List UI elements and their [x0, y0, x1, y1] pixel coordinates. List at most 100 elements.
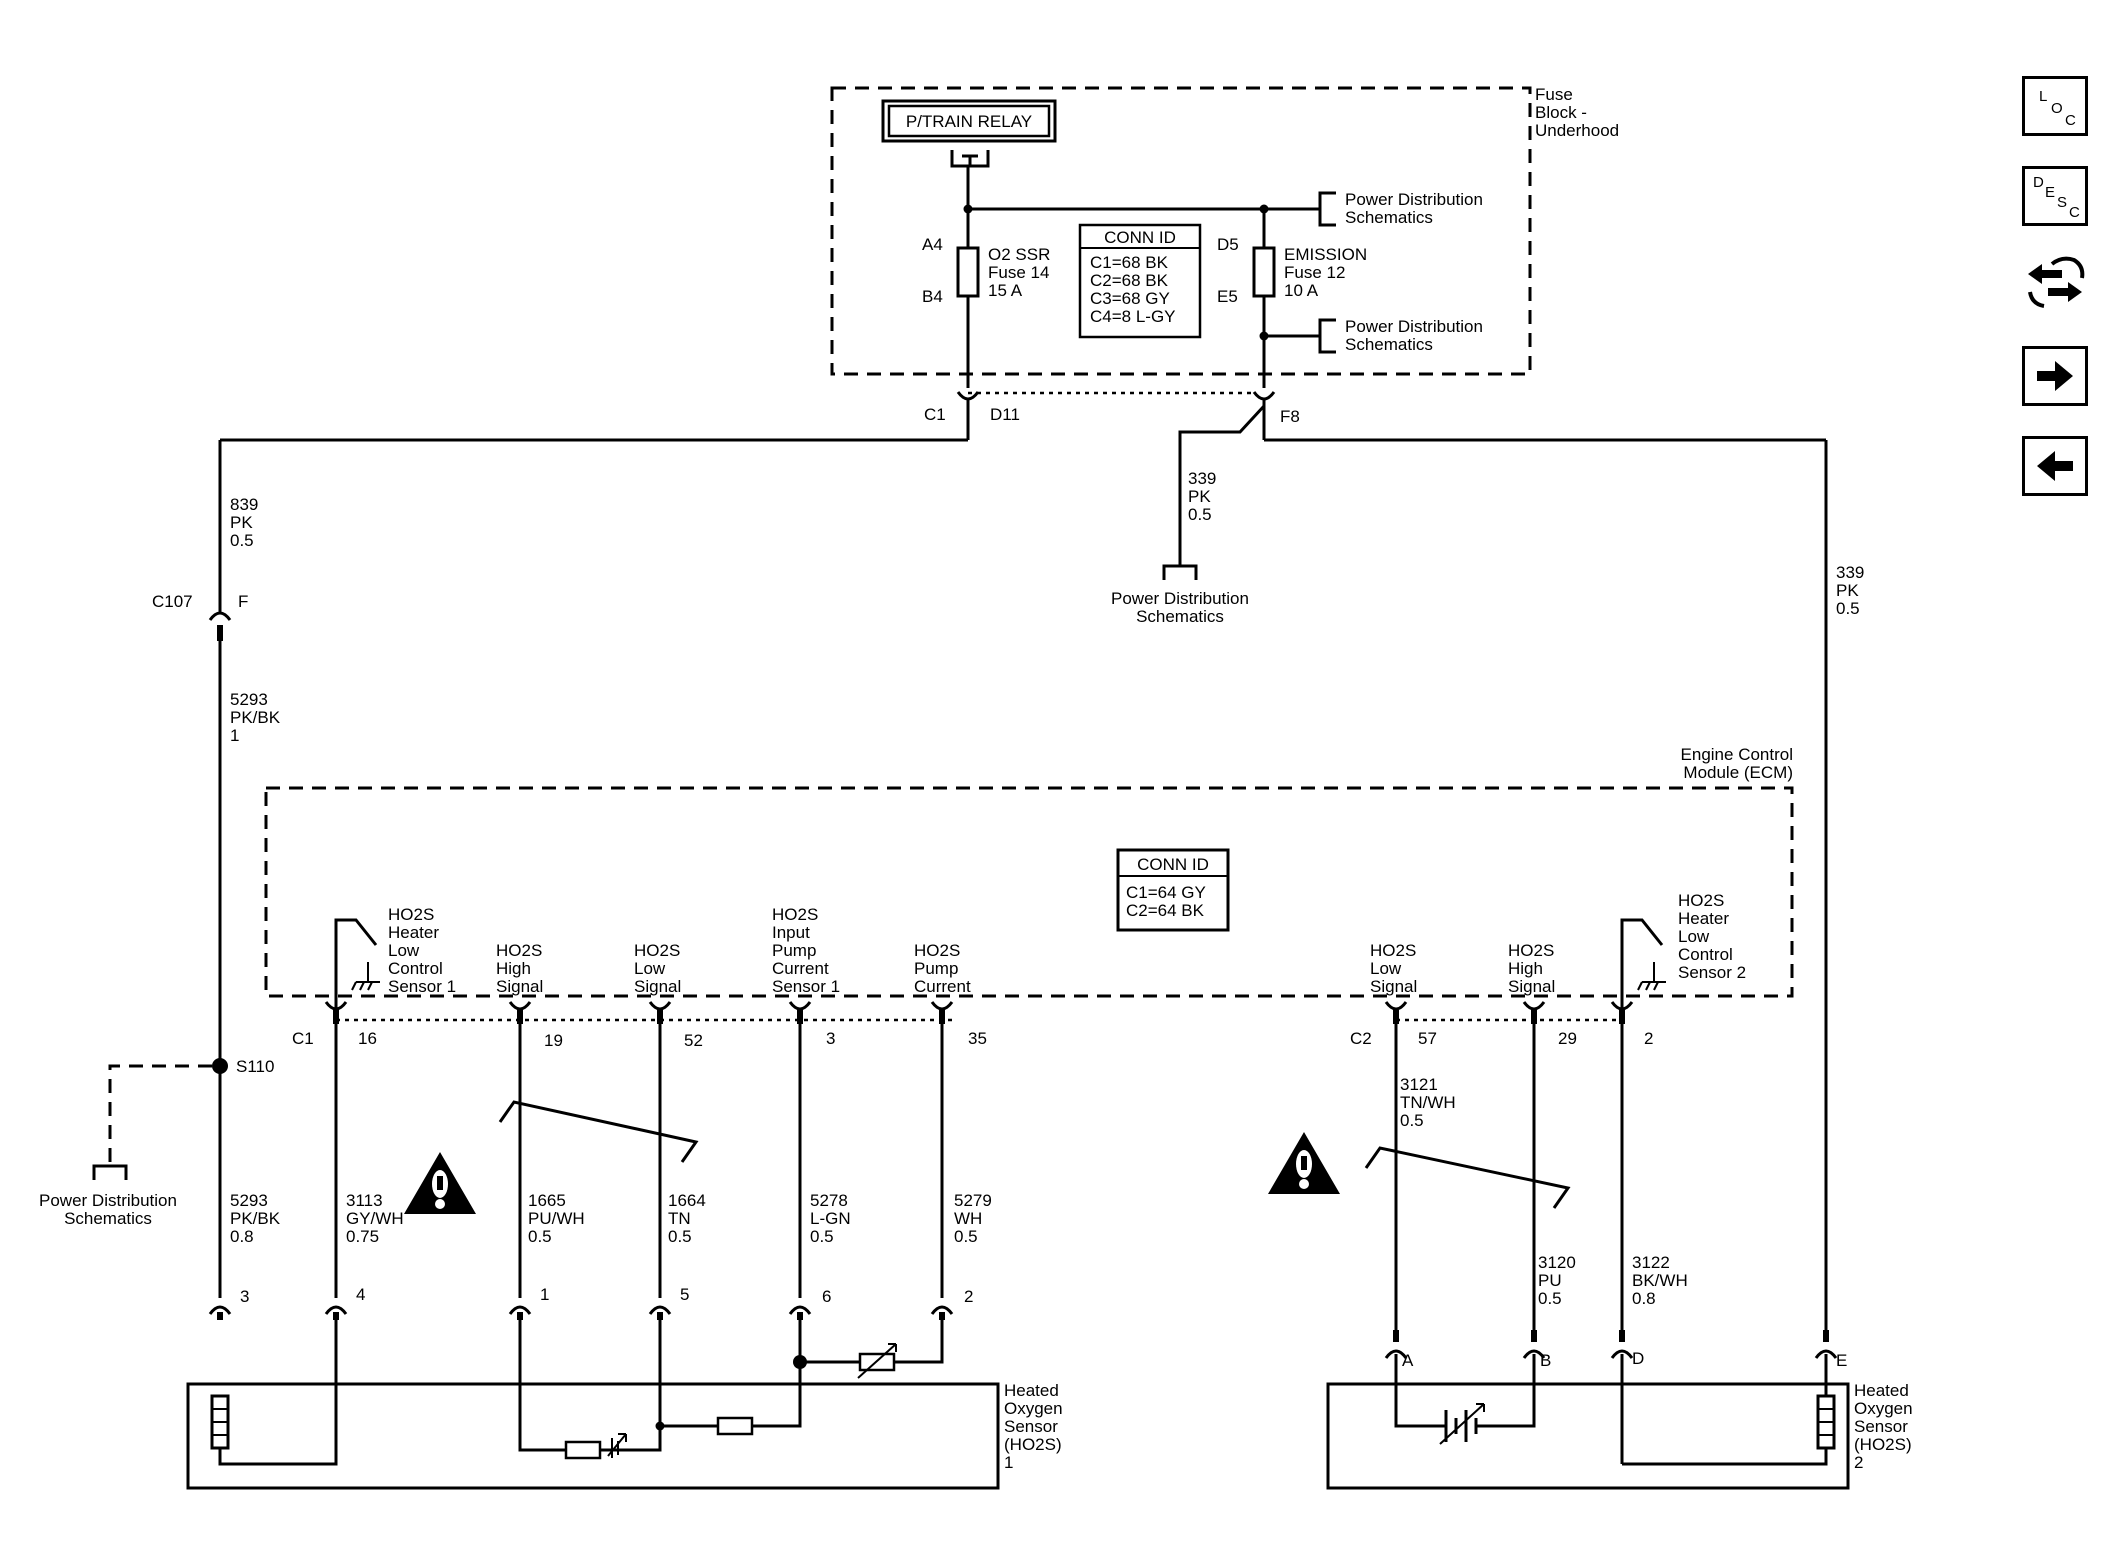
s1-terminal-1 — [508, 1305, 532, 1315]
desc-letter-d: D — [2033, 174, 2044, 191]
location-button[interactable]: L O C — [2022, 76, 2088, 136]
fuse-conn-id-row-2: C2=68 BK — [1090, 271, 1169, 290]
ecm-title-1: Engine Control — [1681, 745, 1793, 764]
svg-text:19: 19 — [544, 1031, 563, 1050]
fuse-block-underhood: Fuse Block - Underhood P/TRAIN RELAY A4 … — [830, 85, 1619, 388]
svg-text:1: 1 — [540, 1285, 549, 1304]
fuse-connector-c1: C1 — [924, 405, 946, 424]
pd-upper-label-2: Schematics — [1345, 208, 1433, 227]
wire-839-label: 839 PK 0.5 — [230, 495, 258, 550]
svg-text:2: 2 — [964, 1287, 973, 1306]
ecm-terminal-57 — [1384, 1001, 1408, 1011]
svg-text:Low: Low — [1678, 927, 1710, 946]
svg-text:TN/WH: TN/WH — [1400, 1093, 1456, 1112]
svg-text:PK/BK: PK/BK — [230, 708, 281, 727]
ecm-conn-id-row-2: C2=64 BK — [1126, 901, 1205, 920]
previous-page-button[interactable] — [2022, 436, 2088, 496]
svg-text:Schematics: Schematics — [1136, 607, 1224, 626]
svg-text:6: 6 — [822, 1287, 831, 1306]
svg-text:0.8: 0.8 — [1632, 1289, 1656, 1308]
svg-text:1665: 1665 — [528, 1191, 566, 1210]
fuse12-label-3: 10 A — [1284, 281, 1319, 300]
fuse-conn-id-title: CONN ID — [1104, 228, 1176, 247]
wire-3113-label: 3113 GY/WH 0.75 — [346, 1191, 404, 1246]
svg-text:Pump: Pump — [914, 959, 958, 978]
desc-letter-e: E — [2045, 184, 2056, 201]
svg-text:Heater: Heater — [388, 923, 439, 942]
fuse-conn-id-row-4: C4=8 L-GY — [1090, 307, 1176, 326]
ecm-terminals — [208, 1001, 1838, 1359]
s2-terminal-a — [1384, 1349, 1408, 1359]
svg-text:PU: PU — [1538, 1271, 1562, 1290]
svg-text:0.5: 0.5 — [1836, 599, 1860, 618]
loc-letter-l: L — [2039, 88, 2048, 105]
svg-text:HO2S: HO2S — [1508, 941, 1554, 960]
arrow-left-icon — [2037, 451, 2073, 481]
svg-text:1: 1 — [230, 726, 239, 745]
ecm-terminal-2 — [1610, 1001, 1634, 1011]
fuse12-label-2: Fuse 12 — [1284, 263, 1345, 282]
desc-letter-s: S — [2057, 194, 2068, 211]
svg-text:3113: 3113 — [346, 1191, 383, 1210]
fuse12-pin-e5: E5 — [1217, 287, 1238, 306]
svg-text:Current: Current — [914, 977, 971, 996]
fuse-pin-d11: D11 — [990, 405, 1020, 424]
svg-text:3: 3 — [826, 1029, 835, 1048]
svg-text:HO2S: HO2S — [1678, 891, 1724, 910]
s1-terminal-2 — [930, 1305, 954, 1315]
svg-text:(HO2S): (HO2S) — [1004, 1435, 1062, 1454]
wire-3121-label: 3121 TN/WH 0.5 — [1400, 1075, 1456, 1130]
pd-left-label-1: Power Distribution — [39, 1191, 177, 1210]
connector-c107: C107 F — [152, 592, 248, 1298]
splice-s110: S110 Power Distribution Schematics — [39, 1057, 274, 1228]
next-page-button[interactable] — [2022, 346, 2088, 406]
svg-text:2: 2 — [1644, 1029, 1653, 1048]
ecm-terminal-16-pin — [333, 1010, 339, 1024]
fuse-block-title-3: Underhood — [1535, 121, 1619, 140]
svg-text:0.8: 0.8 — [230, 1227, 254, 1246]
ptrain-relay-label: P/TRAIN RELAY — [906, 112, 1032, 131]
pd-lower-label-2: Schematics — [1345, 335, 1433, 354]
svg-text:HO2S: HO2S — [772, 905, 818, 924]
svg-text:PK: PK — [1188, 487, 1211, 506]
svg-text:E: E — [1836, 1351, 1847, 1370]
ecm-title-2: Module (ECM) — [1683, 763, 1793, 782]
svg-text:HO2S: HO2S — [914, 941, 960, 960]
svg-text:5293: 5293 — [230, 1191, 268, 1210]
wire-3120-label: 3120 PU 0.5 — [1538, 1253, 1576, 1308]
svg-text:HO2S: HO2S — [634, 941, 680, 960]
svg-text:1: 1 — [1004, 1453, 1013, 1472]
ecm-terminal-2-pin — [1619, 1010, 1625, 1024]
wiring-connector-icon — [2028, 256, 2085, 308]
svg-text:5278: 5278 — [810, 1191, 848, 1210]
fuse-block-title-1: Fuse — [1535, 85, 1573, 104]
fuse-block-connectors: C1 D11 F8 — [218, 391, 1828, 1330]
svg-text:3: 3 — [240, 1287, 249, 1306]
svg-text:3120: 3120 — [1538, 1253, 1576, 1272]
ecm-terminal-19 — [508, 1001, 532, 1011]
svg-text:Input: Input — [772, 923, 810, 942]
ecm-terminal-35-pin — [939, 1010, 945, 1024]
svg-text:Signal: Signal — [496, 977, 543, 996]
svg-text:Power Distribution: Power Distribution — [1111, 589, 1249, 608]
ecm-terminal-3 — [788, 1001, 812, 1011]
s2-terminal-e — [1814, 1349, 1838, 1359]
pd-upper-label-1: Power Distribution — [1345, 190, 1483, 209]
svg-text:Sensor 1: Sensor 1 — [772, 977, 840, 996]
wiring-connector-button[interactable] — [2022, 252, 2088, 312]
description-button[interactable]: D E S C — [2022, 166, 2088, 226]
svg-text:Heated: Heated — [1854, 1381, 1909, 1400]
svg-text:Signal: Signal — [1508, 977, 1555, 996]
svg-text:High: High — [1508, 959, 1543, 978]
wire-5279-label: 5279 WH 0.5 — [954, 1191, 992, 1246]
svg-text:29: 29 — [1558, 1029, 1577, 1048]
svg-text:5293: 5293 — [230, 690, 268, 709]
svg-text:Signal: Signal — [634, 977, 681, 996]
wire-1665-label: 1665 PU/WH 0.5 — [528, 1191, 585, 1246]
svg-text:WH: WH — [954, 1209, 982, 1228]
fuse-conn-id-row-1: C1=68 BK — [1090, 253, 1169, 272]
twisted-pair-marker-1 — [498, 1100, 699, 1163]
ecm-conn-id-row-1: C1=64 GY — [1126, 883, 1206, 902]
svg-text:HO2S: HO2S — [496, 941, 542, 960]
svg-text:D: D — [1632, 1349, 1644, 1368]
